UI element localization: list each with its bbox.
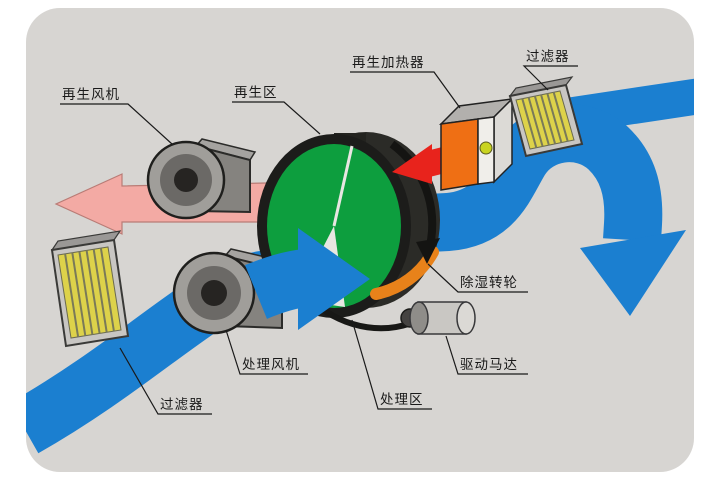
label-process-fan: 处理风机 bbox=[242, 357, 300, 372]
leader-filter-bottom bbox=[119, 347, 212, 415]
wheel-sector-divider bbox=[332, 145, 354, 227]
leader-drive-motor bbox=[445, 335, 528, 375]
label-filter-top: 过滤器 bbox=[526, 49, 570, 64]
stripe-line bbox=[527, 97, 544, 147]
filter-bottom-stripes bbox=[64, 247, 115, 338]
label-drive-motor: 驱动马达 bbox=[460, 357, 518, 372]
stripe-line bbox=[540, 94, 557, 145]
filter-top-unit bbox=[508, 76, 584, 158]
stripe-line bbox=[71, 252, 87, 336]
process-fan-hub bbox=[201, 280, 227, 306]
leader-regen-fan bbox=[60, 103, 173, 145]
regen-fan-hub bbox=[174, 168, 198, 192]
process-air-arrowhead bbox=[298, 228, 370, 330]
wheel-rotation-arrow bbox=[389, 140, 437, 247]
regen-heater-unit bbox=[438, 97, 515, 191]
stripe-line bbox=[99, 247, 115, 332]
leader-regen-heater bbox=[350, 71, 461, 109]
regen-fan-unit bbox=[146, 138, 257, 220]
leader-process-fan bbox=[225, 329, 308, 375]
stripe-line bbox=[78, 251, 94, 335]
heater-front-face bbox=[440, 118, 479, 191]
label-dehumidifier-wheel: 除湿转轮 bbox=[460, 275, 518, 290]
filter-bottom-unit bbox=[50, 230, 130, 348]
leader-regen-zone bbox=[232, 101, 321, 135]
stripe-line bbox=[533, 95, 550, 146]
leader-process-zone bbox=[351, 319, 432, 410]
process-air-outlet-arrowhead bbox=[580, 230, 686, 316]
motor-cap-left bbox=[409, 301, 429, 335]
label-filter-bottom: 过滤器 bbox=[160, 397, 204, 412]
label-process-zone: 处理区 bbox=[380, 392, 424, 407]
stripe-line bbox=[92, 249, 108, 333]
leader-wheel bbox=[427, 263, 528, 293]
filter-top-stripes bbox=[521, 92, 569, 148]
heater-indicator-dot bbox=[479, 141, 493, 155]
leader-lines bbox=[60, 65, 578, 415]
leader-filter-top bbox=[522, 65, 578, 91]
motor-cap-right bbox=[456, 301, 476, 335]
labels: 再生风机 再生区 再生加热器 过滤器 除湿转轮 驱动马达 处理风机 过滤器 处理… bbox=[62, 49, 570, 412]
stripe-line bbox=[552, 92, 569, 142]
label-regen-fan: 再生风机 bbox=[62, 87, 120, 102]
hot-air-arrowhead bbox=[392, 144, 432, 184]
label-regen-heater: 再生加热器 bbox=[352, 55, 425, 70]
stripe-line bbox=[64, 253, 80, 338]
wheel-rotation-arrowhead bbox=[416, 238, 440, 264]
stripe-line bbox=[546, 93, 563, 143]
stripe-line bbox=[521, 98, 538, 148]
label-regen-zone: 再生区 bbox=[234, 85, 278, 100]
stripe-line bbox=[85, 250, 101, 334]
